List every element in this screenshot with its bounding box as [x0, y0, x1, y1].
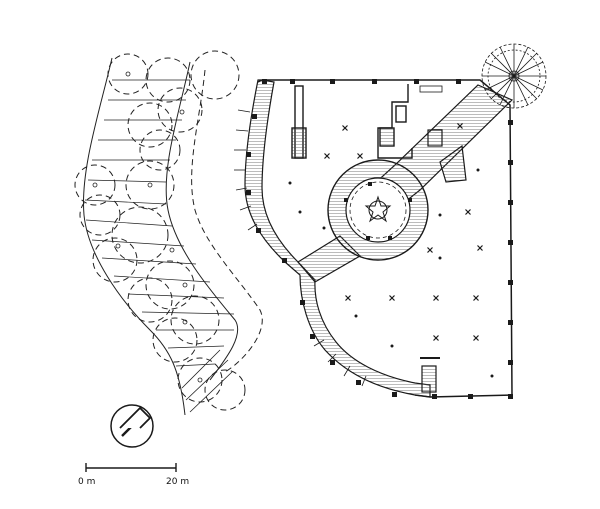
scale-bar	[85, 463, 177, 472]
interior-columns	[324, 123, 483, 341]
central-star-icon	[364, 195, 392, 223]
stair-core-upper	[427, 129, 467, 183]
north-arrow-icon	[110, 404, 154, 448]
building-envelope	[262, 79, 513, 398]
planting-strip	[74, 50, 263, 416]
stair-lower	[420, 357, 440, 393]
service-core	[377, 84, 443, 159]
rotunda-inner	[345, 177, 411, 243]
scale-end-label: 20 m	[166, 477, 189, 487]
stair-shaft-left	[291, 85, 307, 159]
interior-dots	[288, 168, 494, 378]
scale-start-label: 0 m	[78, 477, 95, 487]
rotunda-columns	[344, 182, 412, 240]
paving-lines	[84, 79, 235, 367]
tree-trunks	[92, 71, 203, 383]
perimeter-columns	[246, 79, 513, 399]
corner-dome	[481, 43, 547, 109]
facade-ticks	[234, 109, 367, 387]
building	[234, 43, 547, 399]
